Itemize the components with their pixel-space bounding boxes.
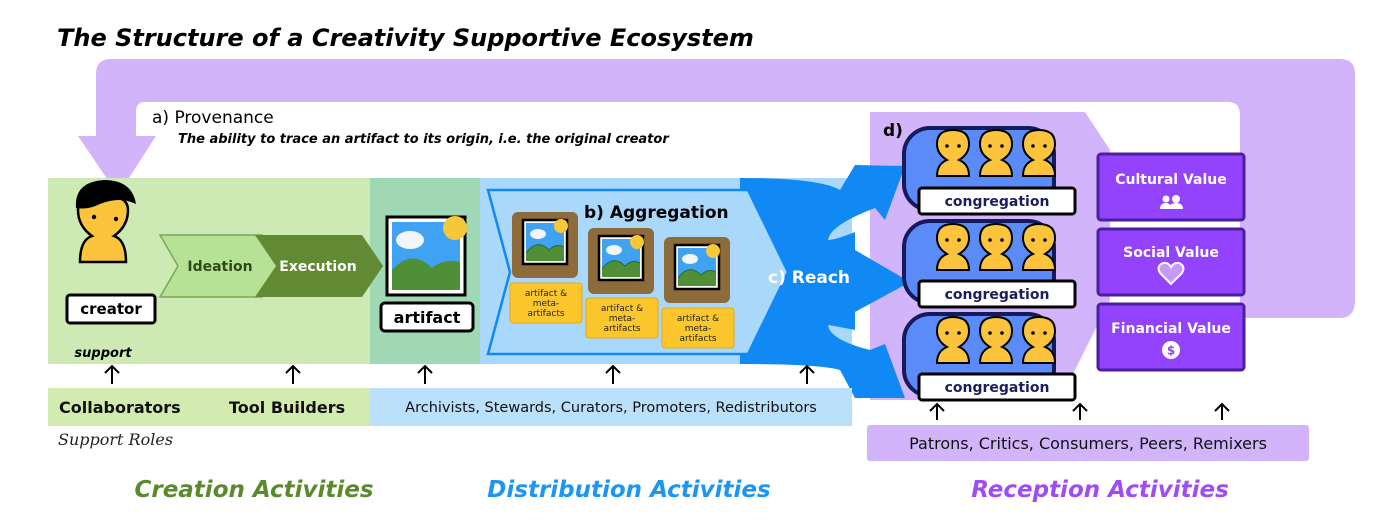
svg-text:congregation: congregation (945, 287, 1050, 303)
provenance-description: The ability to trace an artifact to its … (178, 132, 670, 147)
svg-text:congregation: congregation (945, 380, 1050, 396)
support-label: support (74, 346, 132, 361)
reach-arrow (740, 165, 910, 398)
ideation-label: Ideation (187, 259, 252, 275)
execution-label: Execution (279, 259, 356, 275)
svg-text:artifacts: artifacts (527, 309, 564, 319)
congregation-group: congregation (902, 312, 1077, 402)
creation-activities-title: Creation Activities (134, 477, 373, 503)
svg-text:artifact &: artifact & (601, 304, 643, 314)
congregation-group: congregation (902, 219, 1077, 309)
role-collaborators: Collaborators (59, 398, 181, 417)
creator-label: creator (80, 300, 142, 318)
svg-text:artifacts: artifacts (603, 324, 640, 334)
congregation-group: congregation (902, 126, 1077, 216)
aggregation-label: b) Aggregation (584, 203, 729, 223)
svg-text:artifacts: artifacts (679, 334, 716, 344)
svg-text:artifact &: artifact & (677, 314, 719, 324)
support-arrows (104, 364, 1230, 420)
svg-text:meta-: meta- (685, 324, 712, 334)
dollar-icon (1162, 341, 1180, 359)
aggregated-item: artifact & meta- artifacts (661, 237, 735, 349)
aggregated-item: artifact & meta- artifacts (585, 228, 659, 339)
svg-text:Financial Value: Financial Value (1111, 321, 1231, 337)
artifact-tag (379, 301, 475, 333)
reception-section-label: d) (883, 121, 903, 141)
support-roles-caption: Support Roles (58, 430, 173, 449)
svg-text:meta-: meta- (533, 299, 560, 309)
people-icon (1160, 195, 1183, 209)
reception-roles: Patrons, Critics, Consumers, Peers, Remi… (909, 434, 1267, 453)
social-value-box: Social Value (1096, 227, 1246, 297)
provenance-label: a) Provenance (152, 108, 274, 128)
diagram-title: The Structure of a Creativity Supportive… (57, 24, 754, 52)
reception-activities-title: Reception Activities (971, 477, 1229, 503)
execution-stage (255, 235, 383, 297)
artifact-picture (385, 215, 467, 297)
svg-text:Cultural Value: Cultural Value (1115, 172, 1227, 188)
heart-icon (1157, 261, 1185, 286)
reception-roles-band (867, 425, 1309, 461)
svg-text:$: $ (1167, 344, 1175, 358)
aggregated-item: artifact & meta- artifacts (509, 212, 583, 324)
reach-label: c) Reach (768, 268, 850, 288)
role-tool-builders: Tool Builders (229, 398, 345, 417)
svg-text:meta-: meta- (609, 314, 636, 324)
svg-text:congregation: congregation (945, 194, 1050, 210)
creator-figure (65, 180, 157, 325)
artifact-label: artifact (394, 308, 461, 327)
financial-value-box: Financial Value $ (1096, 302, 1246, 372)
distribution-roles: Archivists, Stewards, Curators, Promoter… (405, 400, 817, 416)
creation-roles-band (48, 388, 370, 426)
distribution-activities-title: Distribution Activities (487, 477, 770, 503)
provenance-loop-arrow (78, 59, 1355, 318)
svg-text:artifact &: artifact & (525, 289, 567, 299)
distribution-roles-band (370, 388, 852, 426)
cultural-value-box: Cultural Value (1096, 152, 1246, 222)
svg-text:Social Value: Social Value (1123, 245, 1219, 261)
